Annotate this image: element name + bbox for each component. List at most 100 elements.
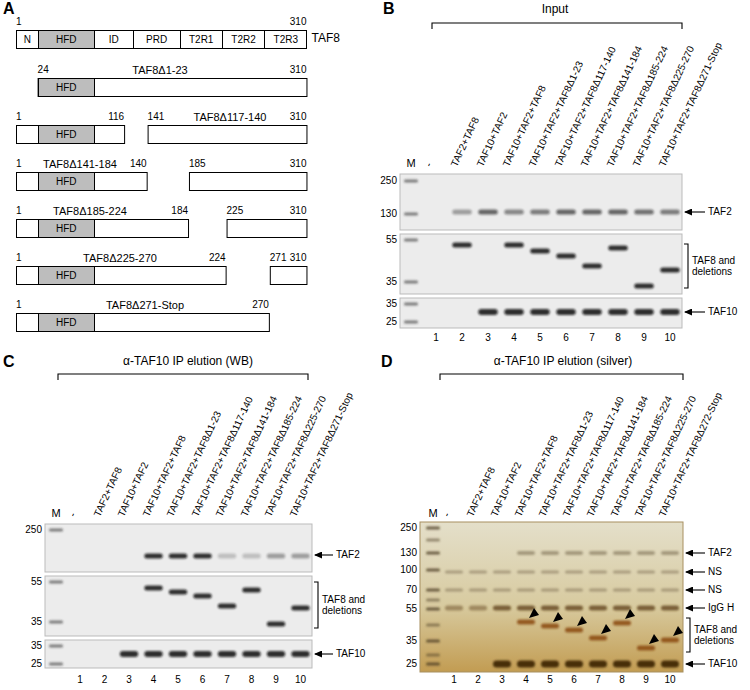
band-label: TAF10 — [336, 648, 365, 660]
residue-number: 1 — [16, 299, 22, 311]
lane-number: 5 — [537, 332, 543, 344]
gel-band — [426, 589, 440, 592]
marker-size: 55 — [386, 234, 397, 246]
marker-size: 130 — [400, 547, 417, 559]
lane-number: 9 — [641, 332, 647, 344]
marker-size: 35 — [386, 298, 397, 310]
construct-name: TAF8Δ141-184 — [43, 158, 117, 171]
marker-lane-label: M — [428, 507, 437, 520]
band-label: TAF2 — [708, 547, 732, 559]
gel-band — [530, 210, 550, 215]
gel-band — [661, 661, 679, 668]
lane-number: 4 — [511, 332, 517, 344]
gel-band — [426, 527, 440, 530]
blot-strip — [45, 576, 312, 636]
marker-size: 55 — [406, 603, 417, 615]
gel-band — [517, 620, 535, 625]
lane-number: 1 — [451, 674, 457, 686]
lane-number: 9 — [273, 674, 279, 686]
marker-size: 250 — [380, 175, 397, 187]
gel-band — [452, 243, 472, 248]
label-bracket — [686, 618, 690, 652]
gel-band — [404, 281, 418, 284]
marker-size: 130 — [380, 208, 397, 220]
hfd-domain: HFD — [38, 78, 95, 97]
gel-band — [291, 606, 309, 611]
residue-number: 310 — [290, 64, 307, 76]
domain-name: HFD — [56, 35, 77, 45]
marker-size: 25 — [386, 316, 397, 328]
band-arrowhead — [673, 626, 683, 636]
gel-band — [242, 651, 260, 657]
hfd-domain: HFD — [38, 125, 95, 144]
gel-band — [661, 638, 679, 643]
domain-name: PRD — [146, 35, 167, 45]
lane-number: 9 — [643, 674, 649, 686]
domain-box: T2R3 — [264, 30, 307, 49]
gel-band — [404, 213, 418, 216]
gel-band — [426, 663, 440, 666]
lane-number: 8 — [249, 674, 255, 686]
construct-name: TAF8Δ1-23 — [132, 64, 187, 77]
gel-band — [242, 554, 260, 559]
gel-band — [517, 571, 535, 574]
blot-strip — [45, 640, 312, 668]
lane-number: 7 — [224, 674, 230, 686]
residue-number: 1 — [16, 111, 22, 123]
lane-label: - — [423, 160, 435, 168]
lane-number: 8 — [619, 674, 625, 686]
construct-bar — [189, 173, 307, 191]
domain-name: T2R3 — [274, 35, 298, 45]
gel-band — [608, 246, 628, 251]
gel-band — [661, 571, 679, 574]
gel-band — [504, 309, 524, 315]
gel-band — [565, 628, 583, 633]
gel-band — [218, 554, 236, 559]
domain-box: PRD — [133, 30, 181, 49]
gel-band — [193, 651, 211, 657]
gel-band — [637, 606, 655, 611]
marker-size: 35 — [386, 276, 397, 288]
gel-band — [541, 624, 559, 629]
marker-size: 70 — [406, 584, 417, 596]
gel-band — [637, 551, 655, 555]
gel-band — [517, 606, 535, 611]
gel-band — [613, 589, 631, 592]
panel-title: α-TAF10 IP elution (silver) — [494, 355, 633, 369]
gel-band — [608, 309, 628, 315]
hfd-domain: HFD — [38, 219, 95, 238]
lane-number: 3 — [499, 674, 505, 686]
gel-band — [556, 254, 576, 259]
label-arrow — [686, 663, 705, 664]
lane-number: 4 — [523, 674, 529, 686]
gel-band — [242, 588, 260, 593]
gel-band — [660, 268, 680, 273]
marker-size: 100 — [400, 564, 417, 576]
gel-band — [660, 210, 680, 215]
label-arrow — [685, 311, 705, 312]
band-arrowhead — [601, 624, 611, 634]
gel-band — [565, 551, 583, 555]
gel-band — [530, 249, 550, 254]
domain-box: T2R1 — [180, 30, 223, 49]
band-arrowhead — [577, 616, 587, 626]
silver-gel — [420, 522, 683, 672]
residue-number: 225 — [227, 205, 244, 217]
gel-band — [613, 551, 631, 555]
gel-band — [493, 571, 511, 574]
gel-band — [169, 554, 187, 559]
gel-band — [169, 651, 187, 657]
gel-band — [589, 571, 607, 574]
lane-number: 2 — [475, 674, 481, 686]
gel-band — [582, 264, 602, 269]
domain-name: T2R2 — [231, 35, 255, 45]
domain-name: HFD — [56, 130, 77, 140]
protein-name: TAF8 — [311, 32, 339, 46]
hfd-domain: HFD — [38, 30, 95, 49]
blot-strip — [45, 524, 312, 572]
label-arrow — [685, 211, 705, 212]
gel-band — [169, 590, 187, 595]
construct-bar — [17, 267, 227, 285]
gel-band — [445, 571, 463, 574]
gel-band — [404, 180, 418, 183]
